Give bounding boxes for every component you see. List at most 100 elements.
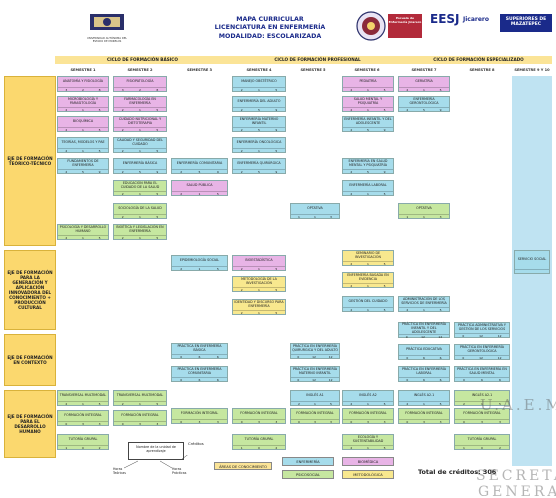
course-hours-practica: 5 xyxy=(258,169,260,174)
course-credits: 3 xyxy=(383,419,386,424)
cycle-especializado: CICLO DE FORMACIÓN ESPECIALIZADO xyxy=(405,56,552,64)
course-hours-teoria: 2 xyxy=(240,127,243,132)
course-name: FORMACIÓN INTEGRAL xyxy=(349,410,387,415)
course-hours-teoria: 2 xyxy=(240,107,243,112)
course-hours-teoria: 2 xyxy=(180,191,183,196)
course-hours-practica: 12 xyxy=(312,377,316,382)
course-credits: 5 xyxy=(98,148,101,153)
course-box[interactable]: ENFERMERÍA EN SALUD MENTAL Y PSIQUIATRÍA… xyxy=(342,158,394,174)
course-credits: 5 xyxy=(383,283,386,288)
course-hours-teoria: 2 xyxy=(240,169,243,174)
course-credits: 12 xyxy=(328,354,333,359)
course-hours-practica: 1 xyxy=(258,87,260,92)
course-credits: 5 xyxy=(156,235,159,240)
course-hours-practica: 5 xyxy=(139,169,141,174)
semester-1: SEMESTRE 1 xyxy=(70,68,96,72)
legend-credits-label: Créditos xyxy=(188,441,204,446)
course-hours-teoria: 2 xyxy=(240,287,243,292)
course-hours-teoria: 2 xyxy=(240,148,243,153)
course-box[interactable]: SERVICIO SOCIAL xyxy=(514,250,550,274)
course-hours-practica: 2 xyxy=(82,87,84,92)
course-box[interactable]: PRÁCTICA ADMINISTRATIVA Y GESTIÓN DE LOS… xyxy=(454,322,510,338)
course-box[interactable]: ADMINISTRACIÓN DE LOS SERVICIOS DE ENFER… xyxy=(398,296,450,312)
course-name: TEORÍAS, MODELOS Y PAE xyxy=(61,139,105,144)
course-box[interactable]: PRÁCTICA EN ENFERMERÍA INFANTIL Y DEL AD… xyxy=(398,322,450,339)
course-credits: 6 xyxy=(216,377,219,382)
course-credits: 2 xyxy=(275,445,278,450)
course-hours-practica: 1 xyxy=(367,283,369,288)
semester-8: SEMESTRE 8 xyxy=(469,68,495,72)
page-title: MAPA CURRICULAR LICENCIATURA EN ENFERMER… xyxy=(185,16,355,41)
course-box[interactable]: PRÁCTICA EN ENFERMERÍA QUIRÚRGICA Y DEL … xyxy=(290,343,340,359)
axis-generacion-conocimiento: EJE DE FORMACIÓN PARA LA GENERACIÓN Y AP… xyxy=(4,250,56,330)
course-credits: 9 xyxy=(275,169,278,174)
semester-7: SEMESTRE 7 xyxy=(411,68,437,72)
course-name: FORMACIÓN INTEGRAL xyxy=(180,410,219,415)
